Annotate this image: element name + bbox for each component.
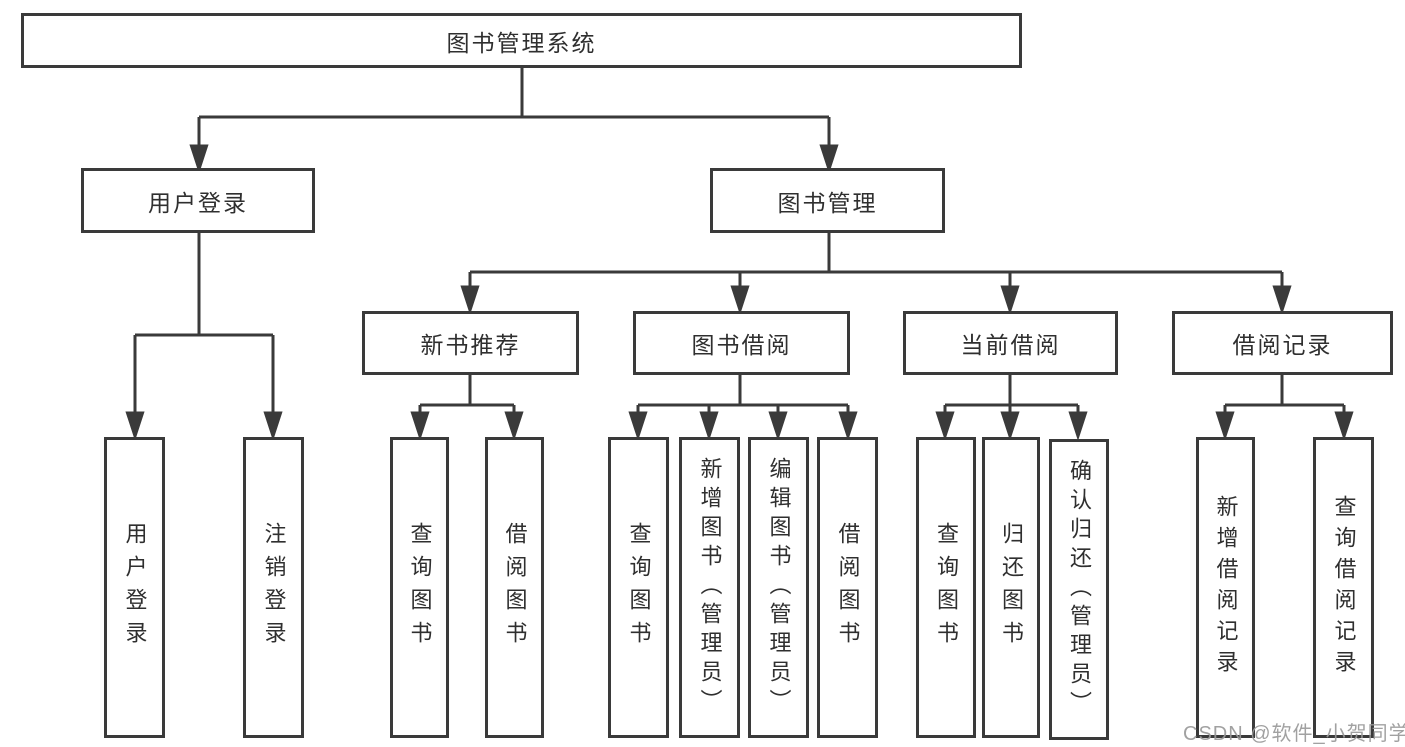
leaf-borrow-books-2-label: 借阅图书: [835, 521, 861, 654]
arrow-down-icon: [819, 144, 839, 174]
connector-user-login-to-leaves: [125, 233, 283, 441]
leaf-query-borrow-record: 查询借阅记录: [1313, 437, 1374, 738]
leaf-logout: 注销登录: [243, 437, 304, 738]
leaf-add-borrow-record-label: 新增借阅记录: [1213, 494, 1239, 681]
arrow-down-icon: [1215, 411, 1235, 441]
connector-book-mgmt-to-level2: [460, 233, 1292, 315]
arrow-down-icon: [410, 411, 430, 441]
node-user-login-label: 用户登录: [148, 189, 248, 216]
node-new-book-rec: 新书推荐: [362, 311, 579, 375]
arrow-down-icon: [1068, 411, 1088, 441]
leaf-query-books-3-label: 查询图书: [934, 521, 959, 654]
leaf-query-books-1: 查询图书: [390, 437, 449, 738]
leaf-return-books-label: 归还图书: [999, 521, 1024, 654]
leaf-borrow-books-2: 借阅图书: [817, 437, 878, 738]
leaf-add-borrow-record: 新增借阅记录: [1196, 437, 1255, 738]
watermark: CSDN @软件_小贺同学: [1183, 723, 1405, 745]
leaf-add-books-label: 新增图书（管理员）: [697, 457, 723, 718]
node-user-login: 用户登录: [81, 168, 315, 233]
arrow-down-icon: [935, 411, 955, 441]
leaf-return-books: 归还图书: [982, 437, 1040, 738]
arrow-down-icon: [1000, 285, 1020, 315]
leaf-borrow-books-1: 借阅图书: [485, 437, 544, 738]
leaf-borrow-books-1-label: 借阅图书: [502, 521, 528, 654]
leaf-query-borrow-record-label: 查询借阅记录: [1331, 494, 1357, 681]
arrow-down-icon: [1272, 285, 1292, 315]
node-new-book-rec-label: 新书推荐: [420, 332, 521, 358]
arrow-down-icon: [1334, 411, 1354, 441]
leaf-user-login-label: 用户登录: [122, 521, 148, 654]
leaf-query-books-3: 查询图书: [916, 437, 976, 738]
node-book-borrow: 图书借阅: [633, 311, 850, 375]
connector-borrow-records-to-leaves: [1215, 375, 1354, 441]
node-borrow-records: 借阅记录: [1172, 311, 1393, 375]
node-book-borrow-label: 图书借阅: [691, 332, 792, 358]
arrow-down-icon: [125, 411, 145, 441]
arrow-down-icon: [263, 411, 283, 441]
leaf-user-login: 用户登录: [104, 437, 165, 738]
node-root-label: 图书管理系统: [446, 29, 597, 56]
leaf-logout-label: 注销登录: [261, 521, 287, 654]
node-borrow-records-label: 借阅记录: [1232, 332, 1333, 358]
arrow-down-icon: [1000, 411, 1020, 441]
leaf-query-books-2-label: 查询图书: [626, 521, 652, 654]
connector-new-book-rec-to-leaves: [410, 375, 524, 441]
arrow-down-icon: [504, 411, 524, 441]
node-book-mgmt-label: 图书管理: [777, 189, 878, 216]
arrow-down-icon: [768, 411, 788, 441]
leaf-confirm-return-label: 确认归还（管理员）: [1067, 459, 1092, 720]
arrow-down-icon: [699, 411, 719, 441]
leaf-confirm-return: 确认归还（管理员）: [1049, 439, 1109, 740]
connector-book-borrow-to-leaves: [628, 375, 858, 441]
leaf-edit-books: 编辑图书（管理员）: [748, 437, 809, 738]
node-book-mgmt: 图书管理: [710, 168, 945, 233]
arrow-down-icon: [838, 411, 858, 441]
arrow-down-icon: [730, 285, 750, 315]
connector-root-to-level1: [189, 68, 839, 174]
connector-current-borrow-to-leaves: [935, 375, 1088, 441]
arrow-down-icon: [628, 411, 648, 441]
node-root: 图书管理系统: [21, 13, 1022, 68]
leaf-edit-books-label: 编辑图书（管理员）: [766, 457, 792, 718]
arrow-down-icon: [460, 285, 480, 315]
leaf-query-books-2: 查询图书: [608, 437, 669, 738]
node-current-borrow: 当前借阅: [903, 311, 1118, 375]
leaf-query-books-1-label: 查询图书: [407, 521, 433, 654]
arrow-down-icon: [189, 144, 209, 174]
leaf-add-books: 新增图书（管理员）: [679, 437, 740, 738]
node-current-borrow-label: 当前借阅: [960, 332, 1061, 358]
